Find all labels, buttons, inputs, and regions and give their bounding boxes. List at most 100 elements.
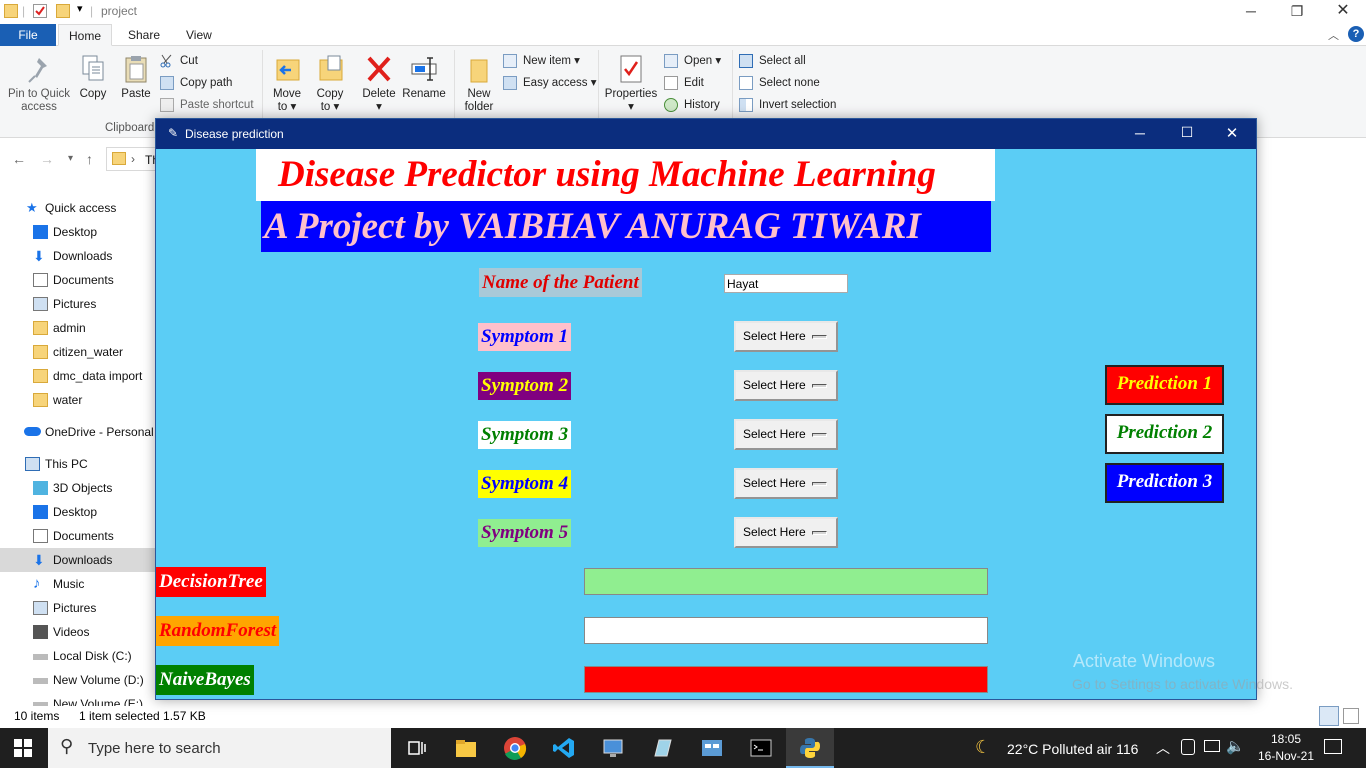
new-folder-icon[interactable] <box>56 4 70 18</box>
prediction-2-button[interactable]: Prediction 2 <box>1105 414 1224 454</box>
chevron-up-icon[interactable]: ︿ <box>1328 30 1339 42</box>
tab-home[interactable]: Home <box>58 24 113 46</box>
chevron-up-icon[interactable]: ︿ <box>1156 740 1170 756</box>
speaker-muted-icon[interactable]: 🔈 <box>1226 738 1245 755</box>
select-none-button[interactable]: Select none <box>739 74 820 92</box>
rename-button[interactable]: Rename <box>402 54 446 101</box>
network-icon[interactable] <box>1204 740 1220 752</box>
large-icons-view-icon[interactable] <box>1343 708 1359 724</box>
nav-item-documents[interactable]: Documents <box>0 524 156 548</box>
prediction-1-button[interactable]: Prediction 1 <box>1105 365 1224 405</box>
chrome-icon[interactable] <box>503 736 527 760</box>
symptom-1-select[interactable]: Select Here <box>734 321 838 352</box>
delete-button[interactable]: Delete ▾ <box>360 54 398 114</box>
nav-item-3d-objects[interactable]: 3D Objects <box>0 476 156 500</box>
nav-item-admin[interactable]: admin <box>0 316 156 340</box>
tk-maximize-button[interactable]: ☐ <box>1180 124 1194 140</box>
nav-onedrive[interactable]: OneDrive - Personal <box>0 420 156 444</box>
tab-file[interactable]: File <box>0 24 56 46</box>
paste-shortcut-button[interactable]: Paste shortcut <box>160 96 254 114</box>
nav-this-pc[interactable]: This PC <box>0 452 156 476</box>
copy-to-button[interactable]: Copy to ▾ <box>312 54 348 114</box>
new-folder-button[interactable]: New folder <box>460 54 498 114</box>
invert-selection-label: Invert selection <box>759 99 837 111</box>
nav-item-citizen-water[interactable]: citizen_water <box>0 340 156 364</box>
back-arrow-icon[interactable]: ← <box>12 151 26 167</box>
nav-item-videos[interactable]: Videos <box>0 620 156 644</box>
app-subheading: A Project by VAIBHAV ANURAG TIWARI <box>261 201 991 252</box>
move-to-button[interactable]: Move to ▾ <box>268 54 306 114</box>
file-explorer-icon[interactable] <box>454 736 478 760</box>
new-item-button[interactable]: New item ▾ <box>503 52 580 70</box>
symptom-4-select[interactable]: Select Here <box>734 468 838 499</box>
notifications-icon[interactable] <box>1324 739 1342 754</box>
terminal-icon[interactable] <box>749 736 773 760</box>
notes-app-icon[interactable] <box>651 736 675 760</box>
up-arrow-icon[interactable]: ↑ <box>86 151 93 167</box>
ribbon-separator <box>598 50 599 134</box>
desktop-icon <box>33 505 48 519</box>
pin-quick-access-button[interactable]: Pin to Quick access <box>4 54 74 114</box>
python-taskbar-button[interactable] <box>786 728 834 768</box>
recent-locations-icon[interactable]: ▾ <box>68 153 74 164</box>
weather-text[interactable]: 22°C Polluted air 116 <box>1007 741 1139 757</box>
maximize-button[interactable]: ❐ <box>1290 3 1304 19</box>
nav-item-local-disk-c[interactable]: Local Disk (C:) <box>0 644 156 668</box>
nav-item-desktop[interactable]: Desktop <box>0 500 156 524</box>
paste-shortcut-icon <box>160 98 174 112</box>
nav-item-dmc-data-import[interactable]: dmc_data import <box>0 364 156 388</box>
properties-icon[interactable] <box>33 4 47 18</box>
drive-icon <box>33 678 48 684</box>
properties-button[interactable]: Properties ▾ <box>603 54 659 114</box>
vscode-icon[interactable] <box>552 736 576 760</box>
cut-button[interactable]: Cut <box>160 52 198 70</box>
nav-item-documents[interactable]: Documents <box>0 268 156 292</box>
nav-item-pictures[interactable]: Pictures <box>0 596 156 620</box>
edit-button[interactable]: Edit <box>664 74 704 92</box>
tab-view[interactable]: View <box>186 28 212 42</box>
tk-close-button[interactable]: ✕ <box>1225 125 1239 142</box>
nav-item-pictures[interactable]: Pictures <box>0 292 156 316</box>
copy-button[interactable]: Copy <box>76 54 110 101</box>
help-icon[interactable]: ? <box>1348 26 1364 42</box>
easy-access-button[interactable]: Easy access ▾ <box>503 74 597 92</box>
nav-item-water[interactable]: water <box>0 388 156 412</box>
invert-selection-button[interactable]: Invert selection <box>739 96 836 114</box>
folder-icon <box>33 345 48 359</box>
close-button[interactable]: ✕ <box>1336 2 1350 19</box>
clock-date[interactable]: 16-Nov-21 <box>1257 749 1315 763</box>
select-all-button[interactable]: Select all <box>739 52 806 70</box>
separator: | <box>22 4 26 18</box>
taskbar-search-box[interactable]: ⚲ Type here to search <box>48 728 391 768</box>
remote-desktop-icon[interactable] <box>602 736 626 760</box>
prediction-3-button[interactable]: Prediction 3 <box>1105 463 1224 503</box>
customize-qat-icon[interactable]: ▾ <box>77 3 83 15</box>
nav-item-new-volume-d[interactable]: New Volume (D:) <box>0 668 156 692</box>
tk-minimize-button[interactable]: ─ <box>1135 125 1145 141</box>
nav-label: Pictures <box>53 601 97 615</box>
nav-item-downloads[interactable]: ⬇Downloads <box>0 244 156 268</box>
nav-item-downloads[interactable]: ⬇Downloads <box>0 548 156 572</box>
paste-button[interactable]: Paste <box>118 54 154 101</box>
details-view-icon[interactable] <box>1319 706 1339 726</box>
history-button[interactable]: History <box>664 96 720 114</box>
easy-access-label: Easy access ▾ <box>523 77 597 89</box>
tab-share[interactable]: Share <box>128 28 161 42</box>
explorer-title-bar: | ▾ | project ─ ❐ ✕ <box>0 0 1366 24</box>
nav-quick-access[interactable]: ★ Quick access <box>0 196 156 220</box>
open-button[interactable]: Open ▾ <box>664 52 721 70</box>
task-view-icon[interactable] <box>405 736 429 760</box>
control-panel-icon[interactable] <box>700 736 724 760</box>
nav-item-music[interactable]: ♪Music <box>0 572 156 596</box>
clock-time[interactable]: 18:05 <box>1270 732 1302 746</box>
meet-now-icon[interactable] <box>1181 739 1195 755</box>
nav-item-desktop[interactable]: Desktop <box>0 220 156 244</box>
symptom-3-select[interactable]: Select Here <box>734 419 838 450</box>
copy-path-button[interactable]: Copy path <box>160 74 232 92</box>
minimize-button[interactable]: ─ <box>1246 3 1256 19</box>
windows-start-icon[interactable] <box>14 739 32 760</box>
forward-arrow-icon[interactable]: → <box>40 151 54 167</box>
symptom-5-select[interactable]: Select Here <box>734 517 838 548</box>
symptom-2-select[interactable]: Select Here <box>734 370 838 401</box>
patient-name-input[interactable] <box>724 274 848 293</box>
